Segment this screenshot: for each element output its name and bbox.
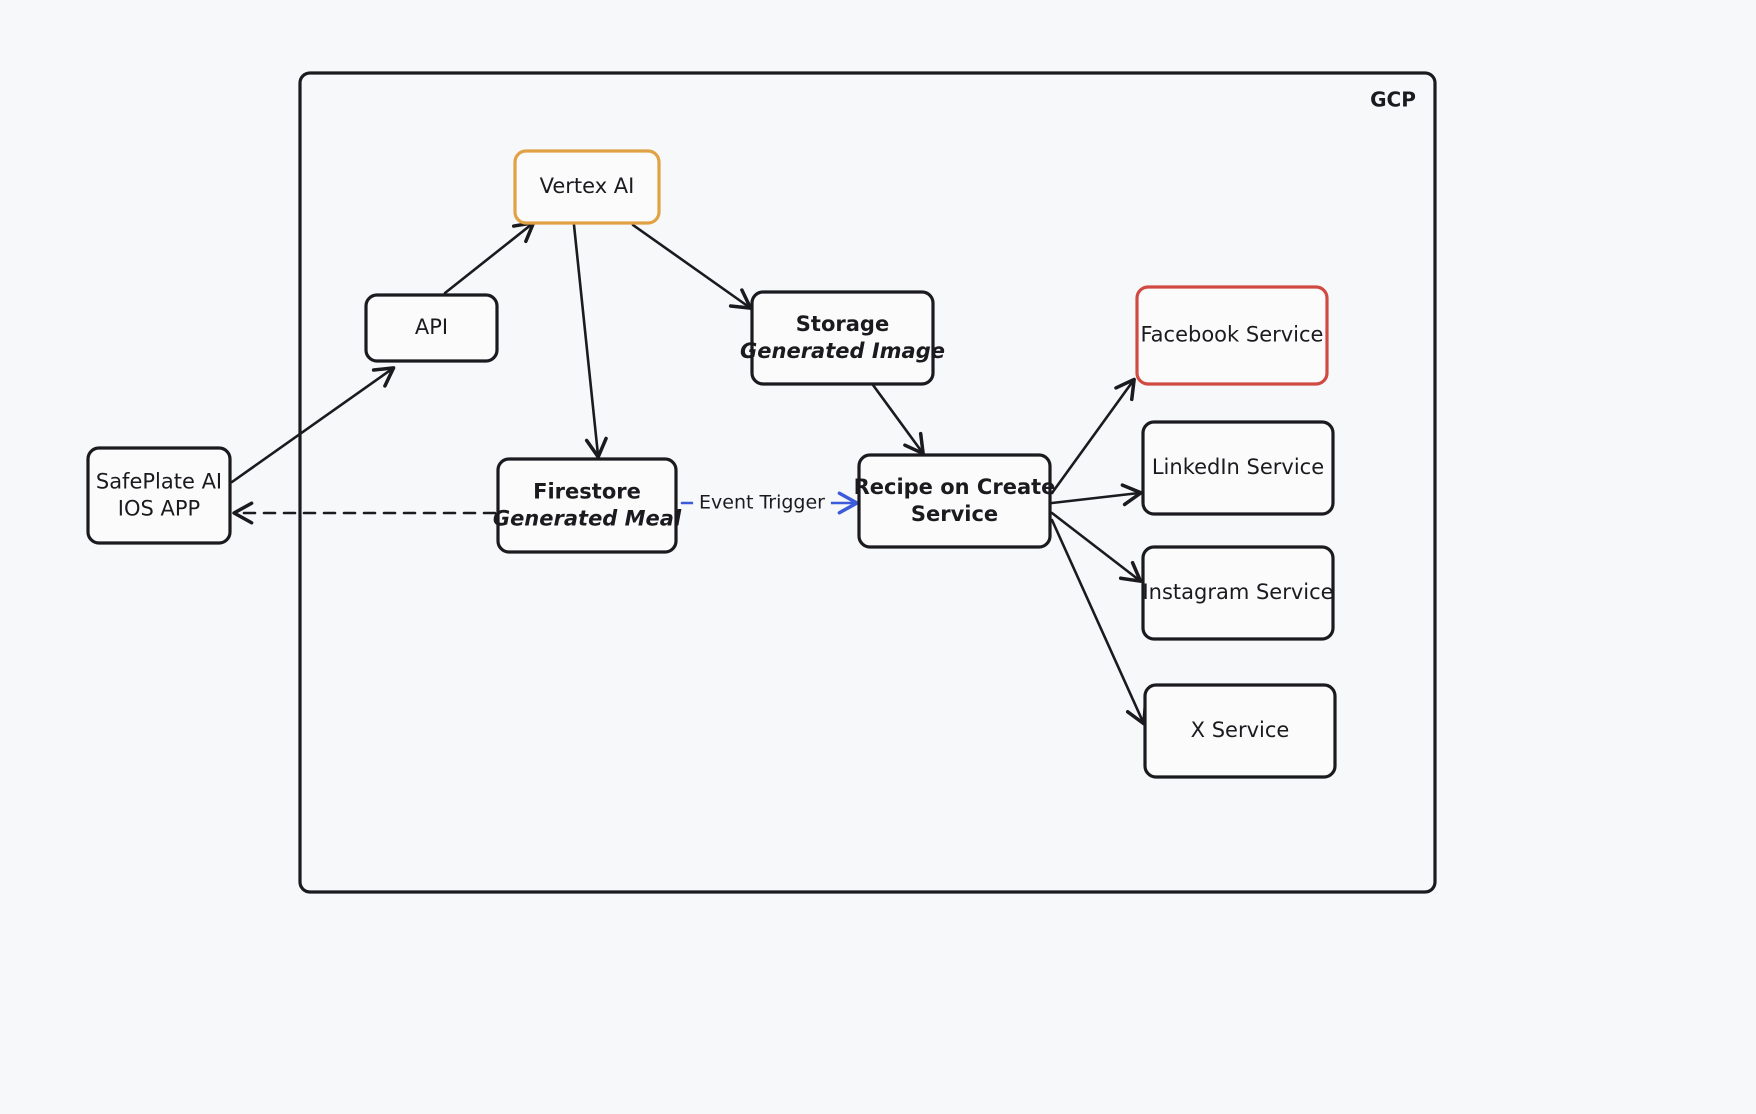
edge-recipe-to-facebook — [1050, 377, 1136, 495]
node-api[interactable]: API — [364, 293, 499, 363]
node-facebook-service-label-line1: Facebook Service — [1141, 323, 1324, 347]
edge-vertex-to-firestore — [572, 223, 608, 459]
node-firestore-rect[interactable] — [496, 457, 678, 554]
node-storage-rect[interactable] — [750, 290, 935, 386]
node-recipe-on-create-service-label-line2: Service — [911, 502, 998, 526]
edge-safeplate-to-api — [230, 366, 396, 484]
edge-labels-layer: Event Trigger — [693, 489, 831, 517]
edge-recipe-to-instagram — [1050, 511, 1143, 583]
gcp-boundary-group: GCP — [298, 71, 1437, 894]
node-api-label-line1: API — [415, 315, 448, 339]
event-trigger-label-text: Event Trigger — [699, 492, 825, 514]
nodes-layer: SafePlate AI IOS APP API Vertex AI StorageGe… — [86, 149, 1337, 779]
gcp-boundary-rect — [298, 71, 1437, 894]
node-instagram-service[interactable]: Instagram Service — [1141, 545, 1335, 641]
event-trigger-label-backdrop — [693, 489, 831, 517]
node-linkedin-service[interactable]: LinkedIn Service — [1141, 420, 1335, 516]
node-safeplate-app-label-line2: IOS APP — [118, 497, 200, 521]
node-vertex-ai[interactable]: Vertex AI — [513, 149, 661, 225]
node-facebook-service[interactable]: Facebook Service — [1135, 285, 1329, 386]
event-trigger-label: Event Trigger — [693, 489, 831, 517]
node-safeplate-app-label-line1: SafePlate AI — [96, 470, 222, 494]
node-vertex-ai-label-line1: Vertex AI — [540, 174, 635, 198]
edge-vertex-to-storage — [631, 223, 753, 310]
node-instagram-service-rect[interactable] — [1141, 545, 1335, 641]
edge-recipe-to-x — [1050, 518, 1148, 726]
node-instagram-service-label-line1: Instagram Service — [1142, 580, 1333, 604]
node-storage-label-line1: Storage — [796, 312, 889, 336]
node-firestore-label-line1: Firestore — [533, 480, 641, 504]
node-firestore-label-line2: Generated Meal — [493, 507, 682, 531]
node-facebook-service-rect[interactable] — [1135, 285, 1329, 386]
node-linkedin-service-rect[interactable] — [1141, 420, 1335, 516]
node-recipe-on-create-service-rect[interactable] — [857, 453, 1052, 549]
gcp-boundary: GCP — [298, 71, 1437, 894]
node-storage-label-line2: Generated Image — [740, 339, 945, 363]
edge-recipe-to-linkedin — [1050, 483, 1143, 507]
node-x-service-rect[interactable] — [1143, 683, 1337, 779]
node-vertex-ai-rect[interactable] — [513, 149, 661, 225]
node-api-rect[interactable] — [364, 293, 499, 363]
edge-api-to-vertex — [443, 221, 536, 295]
node-recipe-on-create-service-label-line1: Recipe on Create — [854, 475, 1056, 499]
node-x-service[interactable]: X Service — [1143, 683, 1337, 779]
node-safeplate-app-rect[interactable] — [86, 446, 232, 545]
node-safeplate-app[interactable]: SafePlate AI IOS APP — [86, 446, 232, 545]
gcp-boundary-label: GCP — [1370, 88, 1416, 112]
node-x-service-label-line1: X Service — [1191, 718, 1290, 742]
node-linkedin-service-label-line1: LinkedIn Service — [1152, 455, 1324, 479]
edge-storage-to-recipe — [871, 383, 925, 456]
